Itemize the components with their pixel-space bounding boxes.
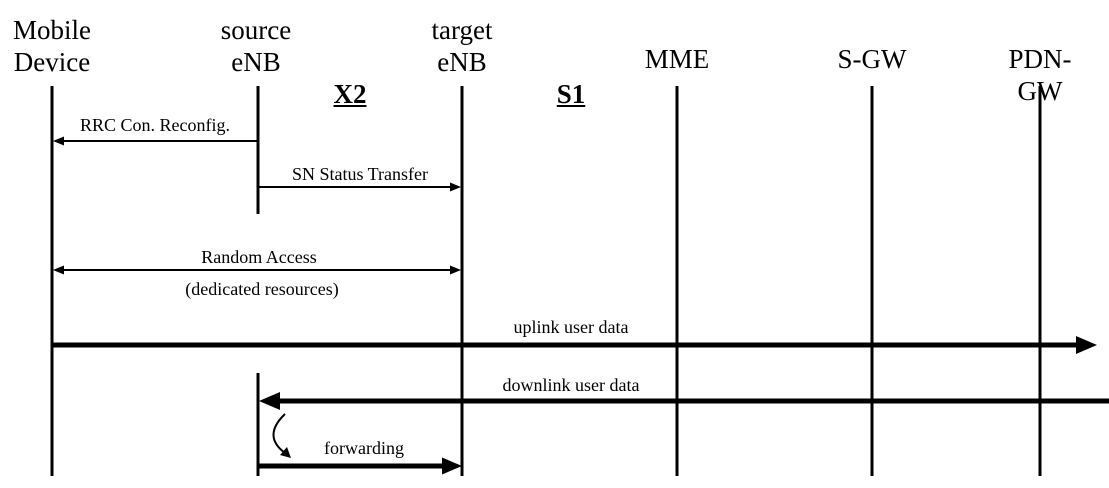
message-label-uplink-user-data: uplink user data [513, 317, 629, 337]
node-label-mobile-device: Mobile Device [13, 15, 91, 77]
arrow-random-access [53, 265, 461, 275]
message-label-random-access: Random Access [201, 247, 317, 267]
arrow-uplink-user-data [52, 336, 1097, 354]
node-label-source-enb: source eNB [220, 15, 292, 77]
interface-label-s1: S1 [556, 79, 586, 109]
message-label-forwarding: forwarding [324, 438, 404, 458]
node-label-pdn-gw: PDN-GW [1008, 44, 1072, 106]
arrow-forwarding [258, 457, 462, 475]
curved-redirect-arrow [272, 413, 291, 458]
node-label-mme: MME [644, 44, 710, 74]
arrow-rrc-con-reconfig [53, 136, 258, 146]
arrow-sn-status-transfer [258, 182, 461, 192]
message-label-rrc-con-reconfig: RRC Con. Reconfig. [79, 115, 231, 135]
node-label-s-gw: S-GW [837, 44, 907, 74]
message-label-downlink-user-data: downlink user data [502, 375, 640, 395]
node-label-target-enb: target eNB [431, 15, 493, 77]
message-label-dedicated-resources: (dedicated resources) [185, 279, 339, 299]
message-label-sn-status-transfer: SN Status Transfer [291, 164, 429, 184]
arrow-downlink-user-data [259, 392, 1109, 410]
interface-label-x2: X2 [333, 79, 367, 109]
